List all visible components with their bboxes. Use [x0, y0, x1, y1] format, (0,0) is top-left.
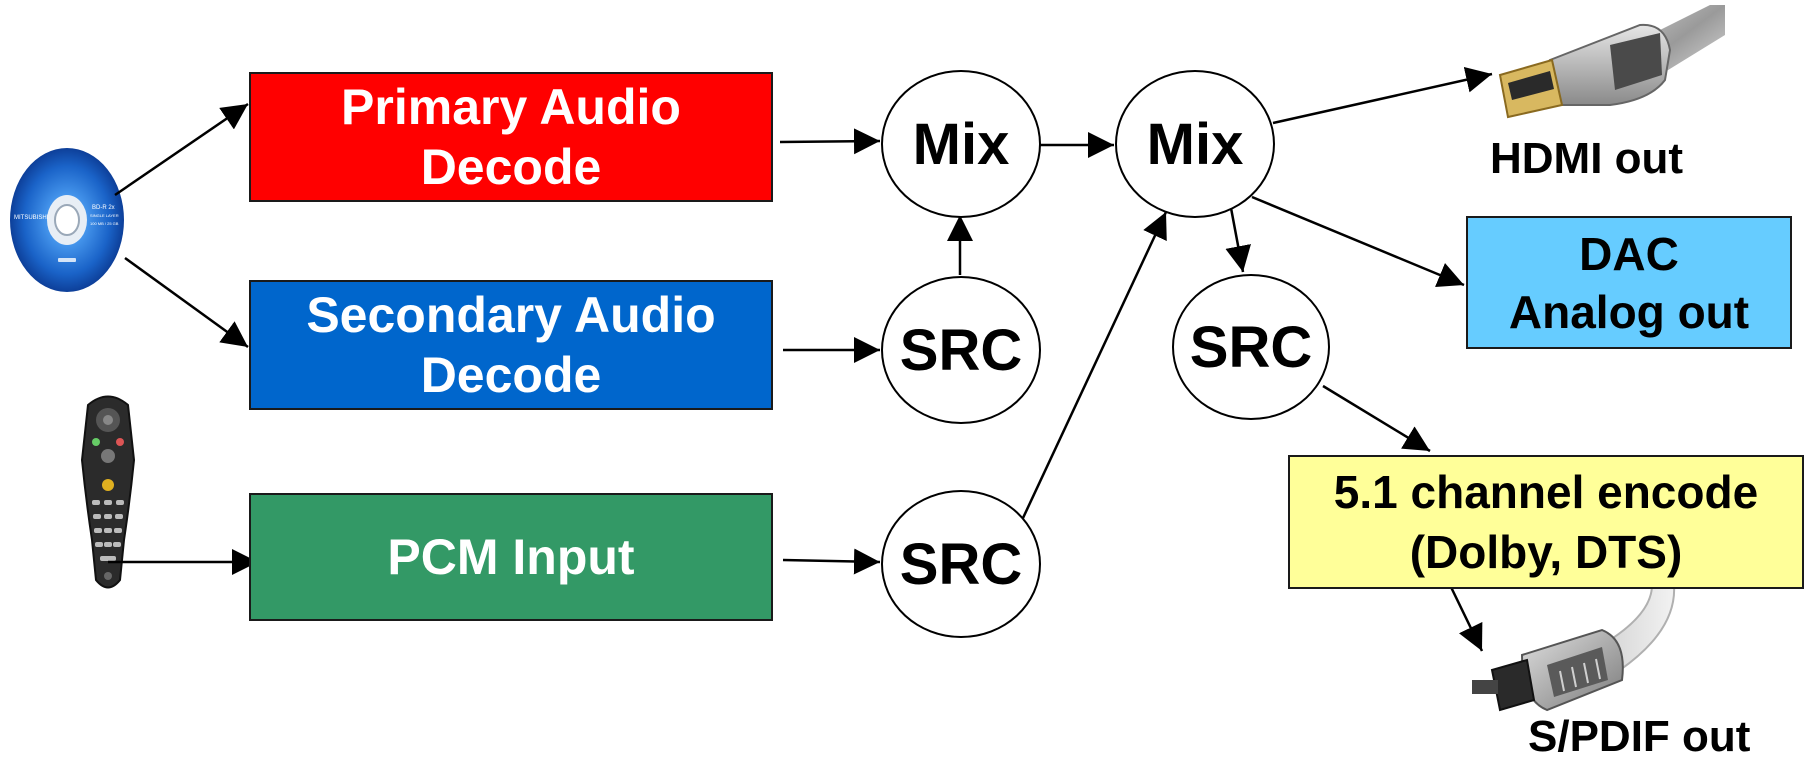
optical-toslink-connector-icon: [1472, 585, 1676, 712]
src-node-secondary: SRC: [881, 276, 1041, 424]
arrow-encode-to-spdif: [1448, 584, 1484, 652]
arrow-mix2-to-src: [1225, 207, 1251, 273]
mix-node-2: Mix: [1115, 70, 1275, 218]
arrow-primary-to-mix1: [779, 128, 881, 155]
arrow-mix2-to-hdmi: [1272, 66, 1493, 125]
secondary-audio-decode-line-1: Secondary Audio: [306, 287, 716, 343]
arrow-src-to-encode: [1322, 384, 1431, 453]
secondary-audio-decode-line-2: Decode: [420, 347, 602, 403]
mix-node-1: Mix: [881, 70, 1041, 218]
disc-logo-text: MITSUBISHI: [14, 215, 49, 221]
hdmi-out-label: HDMI out: [1490, 134, 1684, 183]
dac-analog-out-box: DAC Analog out: [1466, 216, 1792, 349]
channel-encode-line-2: (Dolby, DTS): [1409, 526, 1683, 578]
disc-label-line-2: SINGLE LAYER: [90, 213, 119, 218]
blu-ray-disc-icon: MITSUBISHI BD-R 2x SINGLE LAYER 100 MB /…: [10, 148, 124, 292]
arrow-pcm-to-src: [782, 548, 881, 575]
spdif-out-label: S/PDIF out: [1528, 712, 1751, 761]
pcm-input-label: PCM Input: [387, 529, 635, 585]
primary-audio-decode-box: Primary Audio Decode: [249, 72, 773, 202]
disc-label-line-3: 100 MB / 25 GB: [90, 221, 119, 226]
hdmi-connector-icon: [1498, 5, 1725, 119]
src-node-pcm: SRC: [881, 490, 1041, 638]
primary-audio-decode-line-2: Decode: [420, 139, 602, 195]
arrow-disc-to-secondary: [124, 256, 249, 349]
pcm-input-box: PCM Input: [249, 493, 773, 621]
channel-encode-box: 5.1 channel encode (Dolby, DTS): [1288, 455, 1804, 589]
dac-line-2: Analog out: [1508, 285, 1750, 338]
secondary-audio-decode-box: Secondary Audio Decode: [249, 280, 773, 410]
arrow-disc-to-primary: [114, 102, 249, 197]
disc-label-line-1: BD-R 2x: [92, 205, 115, 211]
primary-audio-decode-line-1: Primary Audio: [341, 79, 681, 135]
arrow-mix2-to-dac: [1251, 195, 1465, 288]
arrow-srcpcm-to-mix2: [1021, 211, 1168, 519]
dac-line-1: DAC: [1579, 227, 1679, 280]
src-node-output: SRC: [1172, 274, 1330, 420]
tv-remote-icon: [80, 395, 136, 589]
channel-encode-line-1: 5.1 channel encode: [1333, 466, 1759, 518]
